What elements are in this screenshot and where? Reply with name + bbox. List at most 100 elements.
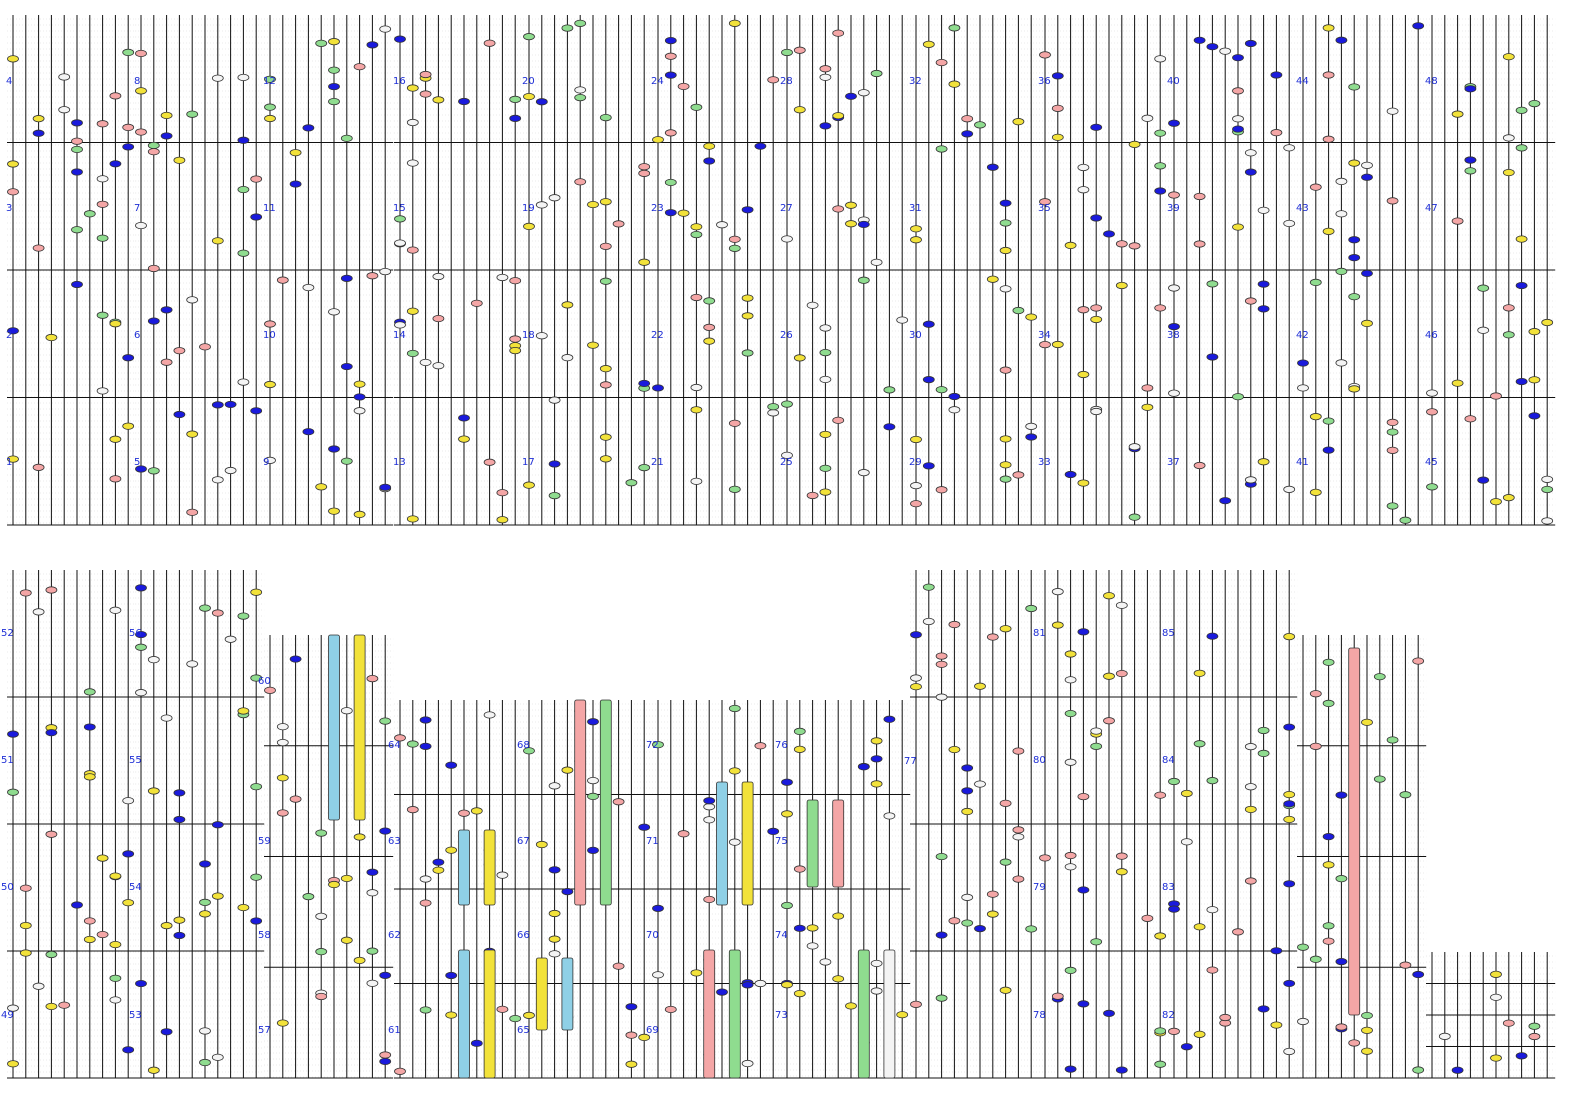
note-marker (1244, 149, 1257, 157)
note-marker (211, 74, 224, 82)
note-marker (1257, 726, 1270, 735)
note-marker (237, 612, 250, 620)
measure-number: 44 (1296, 76, 1309, 87)
sustain-bar (1348, 647, 1361, 1016)
measure-number: 18 (522, 330, 535, 341)
note-marker (109, 974, 122, 982)
note-marker (767, 403, 780, 411)
note-marker (1077, 306, 1090, 314)
note-marker (523, 33, 535, 41)
measure-number: 25 (780, 457, 793, 468)
note-marker (1399, 961, 1412, 969)
measure-number: 71 (646, 836, 659, 847)
note-marker (896, 1011, 909, 1019)
note-marker (211, 1053, 224, 1061)
note-marker (574, 19, 587, 27)
note-marker (1193, 740, 1206, 748)
note-marker (612, 962, 625, 970)
note-marker (470, 1039, 483, 1047)
note-marker (1141, 403, 1154, 411)
note-marker (1412, 1066, 1425, 1074)
note-marker (819, 324, 832, 332)
note-marker (1064, 851, 1077, 860)
note-marker (910, 435, 922, 444)
note-marker (199, 860, 211, 868)
measure-number: 50 (1, 882, 14, 893)
note-marker (1322, 227, 1335, 235)
note-marker (961, 893, 974, 901)
note-marker (832, 912, 845, 920)
note-marker (211, 237, 224, 245)
note-marker (406, 307, 419, 315)
note-marker (276, 276, 289, 284)
note-marker (741, 349, 754, 357)
note-marker (664, 71, 677, 79)
note-marker (1348, 385, 1361, 393)
note-marker (186, 660, 199, 668)
note-marker (264, 103, 276, 111)
note-marker (122, 797, 135, 805)
note-marker (1348, 254, 1361, 262)
note-marker (883, 715, 896, 723)
note-marker (109, 606, 122, 614)
note-marker (922, 462, 935, 470)
measure-number: 43 (1296, 203, 1309, 214)
note-marker (612, 220, 625, 228)
note-marker (652, 384, 664, 392)
note-marker (548, 935, 561, 943)
measure-number: 77 (904, 756, 917, 767)
note-marker (7, 55, 19, 63)
note-marker (599, 433, 612, 441)
note-marker (1180, 1043, 1193, 1051)
note-marker (664, 209, 677, 217)
note-marker (870, 959, 883, 968)
note-marker (366, 889, 379, 897)
note-marker (45, 830, 58, 838)
note-marker (1154, 932, 1167, 940)
measure-number: 59 (258, 836, 271, 847)
measure-number: 60 (258, 676, 271, 687)
note-marker (109, 475, 122, 483)
note-marker (1168, 905, 1180, 913)
note-marker (7, 1004, 19, 1012)
measure-number: 70 (646, 930, 659, 941)
note-marker (1232, 125, 1244, 133)
note-marker (83, 773, 96, 781)
note-marker (1012, 833, 1025, 841)
note-marker (999, 475, 1012, 483)
note-marker (237, 378, 250, 386)
note-marker (1322, 658, 1335, 666)
measure-number: 29 (909, 457, 922, 468)
note-marker (986, 275, 999, 283)
note-marker (1502, 1019, 1515, 1027)
note-marker (1515, 144, 1528, 152)
note-marker (1244, 297, 1257, 305)
note-marker (160, 306, 173, 314)
note-marker (1309, 742, 1322, 750)
measure-number: 35 (1038, 203, 1051, 214)
note-marker (1168, 323, 1180, 331)
note-marker (948, 620, 961, 629)
note-marker (1039, 51, 1051, 59)
note-marker (1283, 723, 1296, 731)
note-marker (1128, 140, 1141, 148)
note-marker (599, 113, 612, 122)
note-marker (276, 809, 289, 817)
measure-number: 56 (129, 628, 142, 639)
note-marker (1322, 71, 1335, 79)
note-marker (1193, 240, 1206, 248)
measure-number: 26 (780, 330, 793, 341)
sustain-bar (806, 799, 819, 888)
note-marker (1219, 47, 1232, 55)
measure-number: 12 (263, 76, 276, 87)
note-marker (999, 246, 1012, 255)
note-marker (45, 1002, 58, 1011)
note-marker (45, 729, 58, 737)
note-marker (781, 810, 793, 818)
measure-number: 5 (134, 457, 140, 468)
note-marker (974, 925, 986, 933)
note-marker (379, 827, 392, 835)
note-marker (419, 70, 432, 79)
measure-number: 47 (1425, 203, 1438, 214)
note-marker (353, 63, 366, 71)
